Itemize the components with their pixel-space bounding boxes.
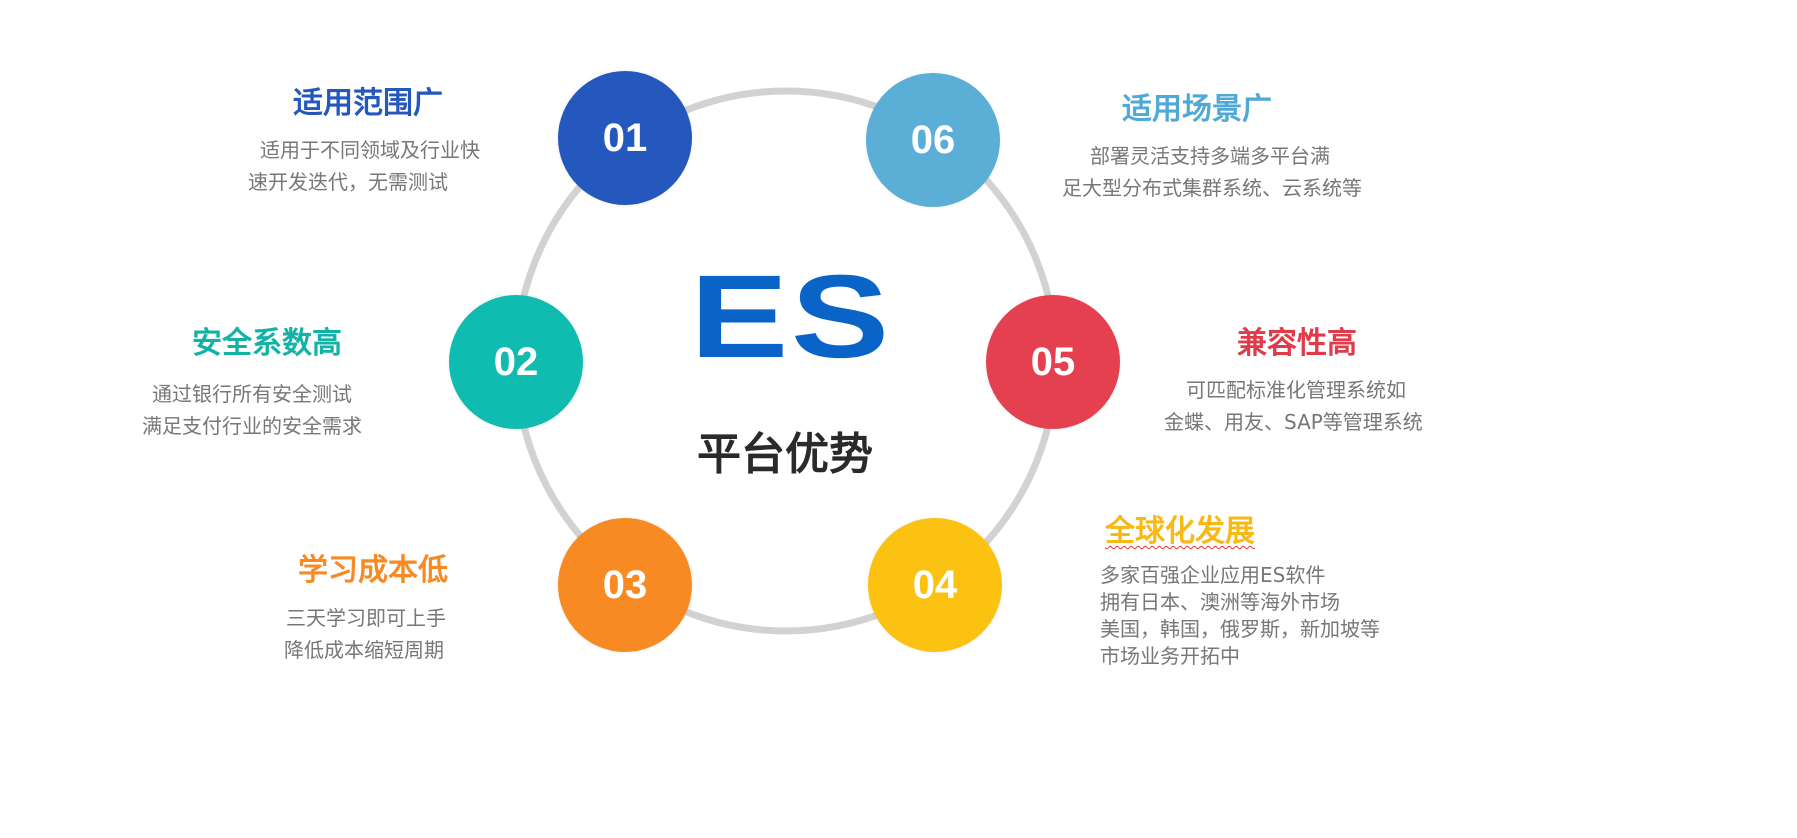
desc-line: 速开发迭代，无需测试: [248, 170, 448, 194]
feature-title-06: 适用场景广: [1122, 92, 1272, 127]
node-01: 01: [558, 71, 692, 205]
desc-line: 市场业务开拓中: [1100, 644, 1240, 668]
feature-desc-06: 部署灵活支持多端多平台满 足大型分布式集群系统、云系统等: [1062, 140, 1362, 204]
node-02: 02: [449, 295, 583, 429]
desc-line: 满足支付行业的安全需求: [142, 414, 362, 438]
desc-line: 足大型分布式集群系统、云系统等: [1062, 176, 1362, 200]
feature-title-01: 适用范围广: [293, 86, 443, 121]
center-title: 平台优势: [697, 429, 873, 480]
desc-line: 美国，韩国，俄罗斯，新加坡等: [1100, 617, 1380, 641]
desc-line: 降低成本缩短周期: [284, 638, 444, 662]
desc-line: 金蝶、用友、SAP等管理系统: [1164, 410, 1423, 434]
node-03: 03: [558, 518, 692, 652]
desc-line: 适用于不同领域及行业快: [260, 138, 480, 162]
node-06: 06: [866, 73, 1000, 207]
feature-title-03: 学习成本低: [298, 553, 448, 588]
feature-desc-01: 适用于不同领域及行业快 速开发迭代，无需测试: [248, 134, 480, 198]
feature-desc-04: 多家百强企业应用ES软件 拥有日本、澳洲等海外市场 美国，韩国，俄罗斯，新加坡等…: [1100, 562, 1380, 670]
desc-line: 三天学习即可上手: [286, 606, 446, 630]
feature-desc-02: 通过银行所有安全测试 满足支付行业的安全需求: [142, 378, 362, 442]
desc-line: 可匹配标准化管理系统如: [1186, 378, 1406, 402]
feature-title-05: 兼容性高: [1237, 326, 1357, 361]
feature-desc-03: 三天学习即可上手 降低成本缩短周期: [284, 602, 446, 666]
desc-line: 部署灵活支持多端多平台满: [1090, 144, 1330, 168]
desc-line: 拥有日本、澳洲等海外市场: [1100, 590, 1340, 614]
feature-title-04: 全球化发展: [1105, 514, 1255, 549]
node-04: 04: [868, 518, 1002, 652]
feature-desc-05: 可匹配标准化管理系统如 金蝶、用友、SAP等管理系统: [1164, 374, 1423, 438]
desc-line: 多家百强企业应用ES软件: [1100, 563, 1326, 587]
desc-line: 通过银行所有安全测试: [152, 382, 352, 406]
es-logo: ES: [690, 251, 892, 383]
feature-title-02: 安全系数高: [192, 326, 342, 361]
node-05: 05: [986, 295, 1120, 429]
